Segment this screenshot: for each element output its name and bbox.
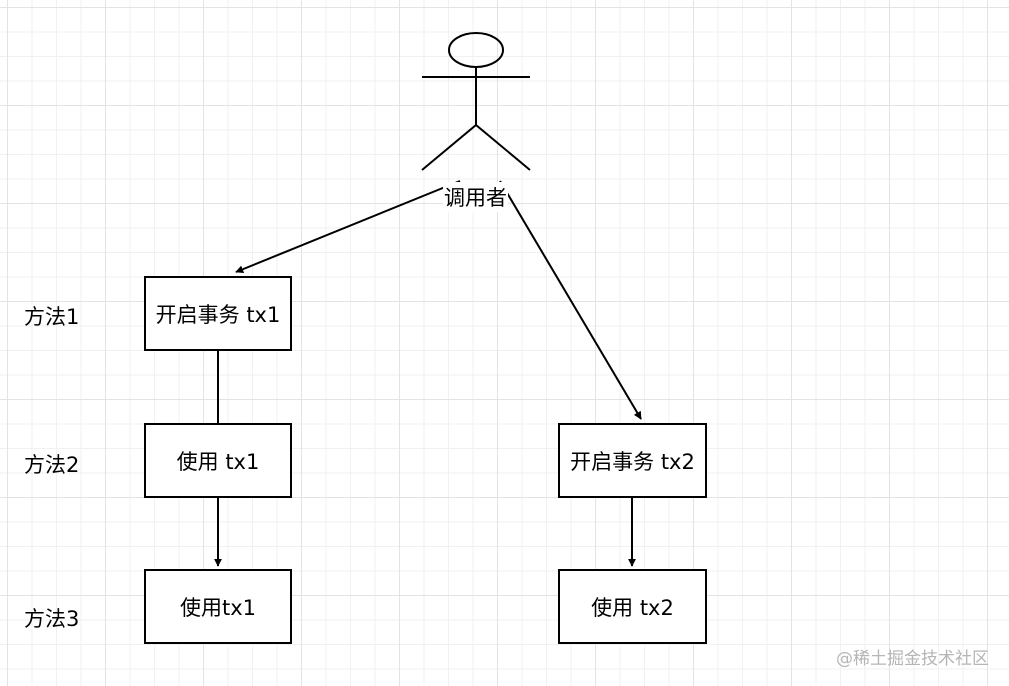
- node-use-tx1-method2[interactable]: 使用 tx1: [144, 423, 292, 498]
- actor-left-leg: [421, 124, 477, 171]
- actor-figure: [421, 32, 531, 171]
- row-label-method-3: 方法3: [24, 607, 80, 631]
- edge-actor-to-begin-tx1: [235, 180, 461, 273]
- row-label-method-1: 方法1: [24, 305, 80, 329]
- actor-right-leg: [475, 124, 531, 171]
- node-use-tx2[interactable]: 使用 tx2: [558, 569, 707, 644]
- actor-head: [448, 32, 504, 68]
- node-use-tx1-method3[interactable]: 使用tx1: [144, 569, 292, 644]
- edge-actor-to-begin-tx2: [499, 180, 642, 420]
- row-label-method-2: 方法2: [24, 453, 80, 477]
- node-begin-tx1[interactable]: 开启事务 tx1: [144, 276, 292, 351]
- watermark: @稀土掘金技术社区: [836, 649, 989, 669]
- node-begin-tx2[interactable]: 开启事务 tx2: [558, 423, 707, 498]
- actor-label: 调用者: [443, 182, 508, 212]
